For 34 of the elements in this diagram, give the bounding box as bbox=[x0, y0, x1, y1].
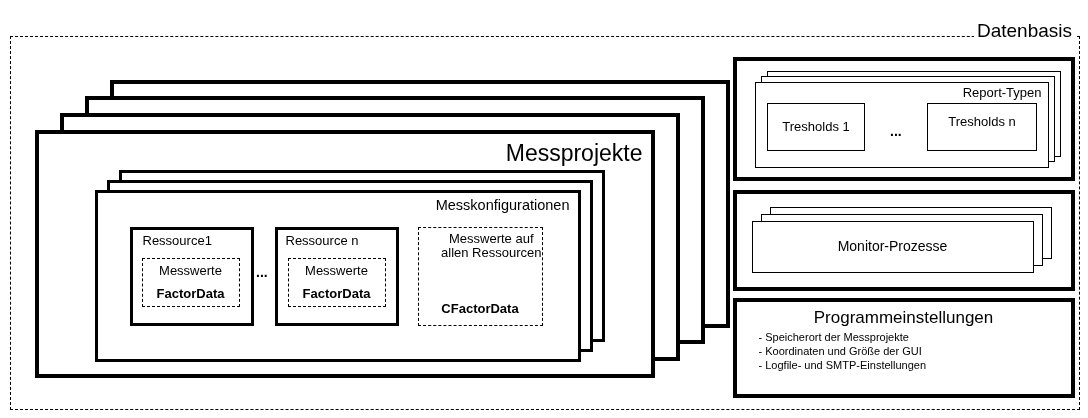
node-title: Messwerte bbox=[158, 263, 223, 279]
stacked-card bbox=[751, 220, 1034, 273]
panel-box bbox=[732, 56, 1075, 181]
data-box bbox=[417, 226, 543, 326]
node-title: Ressource n bbox=[285, 233, 359, 249]
node-text: FactorData bbox=[155, 286, 226, 302]
node-title: Messkonfigurationen bbox=[435, 196, 570, 214]
node-title: Messprojekte bbox=[505, 139, 643, 166]
data-box bbox=[141, 257, 240, 307]
node-title: Ressource1 bbox=[142, 233, 212, 249]
node-text: FactorData bbox=[301, 286, 372, 302]
panel-box bbox=[732, 189, 1075, 291]
node-title: Programmeinstellungen bbox=[812, 307, 995, 328]
node-text: - Speicherort der Messprojekte bbox=[758, 330, 909, 344]
ellipsis: ... bbox=[256, 265, 268, 279]
node-text: - Logfile- und SMTP-Einstellungen bbox=[758, 358, 927, 372]
resource-box bbox=[129, 226, 254, 326]
stacked-card bbox=[754, 81, 1049, 168]
node-title: Report-Typen bbox=[962, 85, 1042, 101]
threshold-box bbox=[927, 103, 1037, 151]
node-text: - Koordinaten und Größe der GUI bbox=[758, 344, 922, 358]
node-title: Tresholds n bbox=[947, 115, 1017, 130]
node-title: Messwerte bbox=[304, 263, 369, 279]
data-box bbox=[287, 257, 386, 307]
resource-box bbox=[274, 226, 399, 326]
stacked-card bbox=[34, 129, 655, 378]
ellipsis: ... bbox=[890, 124, 902, 138]
node-title: Messwerte auf allen Ressourcen bbox=[441, 231, 542, 262]
stacked-card bbox=[94, 189, 581, 362]
threshold-box bbox=[767, 103, 865, 151]
node-text: CFactorData bbox=[440, 301, 520, 317]
node-title: Tresholds 1 bbox=[781, 120, 851, 135]
node-title: Monitor-Prozesse bbox=[836, 237, 949, 254]
settings-box bbox=[732, 297, 1075, 398]
